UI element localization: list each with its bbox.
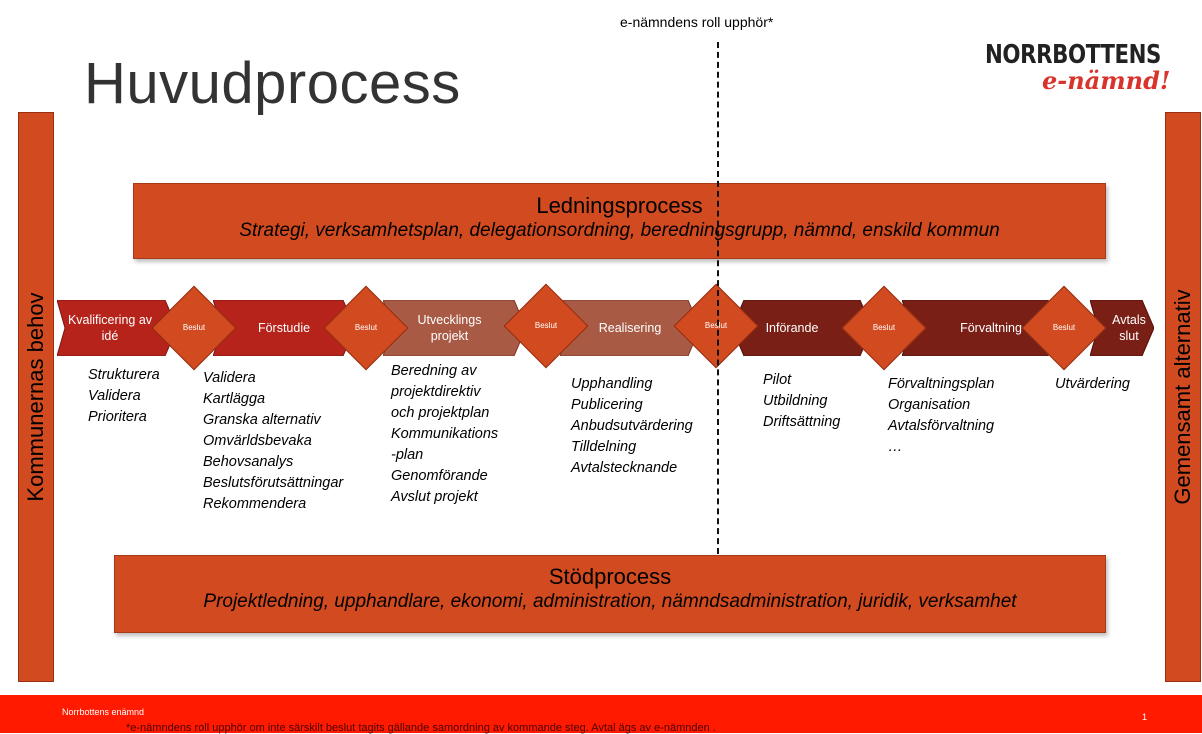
decision-label-6: Beslut <box>1052 323 1076 332</box>
right-sidebar-label: Gemensamt alternativ <box>1170 289 1195 505</box>
stage-forvaltning-label: Förvaltning <box>960 321 1022 335</box>
footer-bar <box>0 695 1202 733</box>
list-item: Organisation <box>888 397 971 413</box>
list-item: Kommunikations <box>391 426 499 442</box>
logo-name: NORRBOTTENS <box>985 40 1162 70</box>
stodprocess-subtitle: Projektledning, upphandlare, ekonomi, ad… <box>203 591 1017 612</box>
list-kvalificering: Strukturera Validera Prioritera <box>88 365 160 428</box>
role-end-note: e-nämndens roll upphör* <box>620 14 774 30</box>
list-item: Beslutsförutsättningar <box>203 475 344 491</box>
decision-label-1: Beslut <box>182 323 206 332</box>
list-item: Tilldelning <box>571 439 637 455</box>
list-inforande: Pilot Utbildning Driftsättning <box>763 370 840 433</box>
ledningsprocess-subtitle: Strategi, verksamhetsplan, delegationsor… <box>239 220 1000 241</box>
list-item: Pilot <box>763 372 792 388</box>
list-item: Avtalsförvaltning <box>888 418 995 434</box>
role-end-dashed-line <box>717 42 719 554</box>
list-item: Utbildning <box>763 393 828 409</box>
stage-kvalificering-label: Kvalificering av idé <box>67 313 153 343</box>
list-item: Driftsättning <box>763 414 841 430</box>
list-item: Omvärldsbevaka <box>203 433 312 449</box>
stage-realisering-label: Realisering <box>598 321 662 335</box>
list-item: Granska alternativ <box>203 412 321 428</box>
list-item: … <box>888 439 903 455</box>
decision-label-4: Beslut <box>704 321 728 330</box>
ledningsprocess-title: Ledningsprocess <box>536 193 703 218</box>
list-avtalsslut: Utvärdering <box>1055 374 1130 395</box>
stage-inforande: Införande <box>732 300 872 356</box>
page-title: Huvudprocess <box>84 51 461 116</box>
list-item: Utvärdering <box>1055 376 1130 392</box>
list-forstudie: Validera Kartlägga Granska alternativ Om… <box>203 368 343 515</box>
ledningsprocess-box: Ledningsprocess Strategi, verksamhetspla… <box>133 183 1106 259</box>
list-item: Behovsanalys <box>203 454 294 470</box>
footer-org: Norrbottens enämnd <box>62 707 145 717</box>
list-item: Beredning av <box>391 363 477 379</box>
stage-inforande-label: Införande <box>765 321 819 335</box>
stage-kvalificering: Kvalificering av idé <box>57 300 177 356</box>
stage-forstudie-label: Förstudie <box>257 321 311 335</box>
stage-shape <box>57 300 177 356</box>
list-item: Avtalstecknande <box>571 460 678 476</box>
list-item: projektdirektiv <box>391 384 481 400</box>
list-item: Upphandling <box>571 376 653 392</box>
page-number: 1 <box>1142 712 1148 722</box>
left-sidebar-label: Kommunernas behov <box>23 292 48 502</box>
right-sidebar: Gemensamt alternativ <box>1165 112 1201 682</box>
list-utveckling: Beredning av projektdirektiv och projekt… <box>391 361 498 508</box>
list-item: Publicering <box>571 397 643 413</box>
list-realisering: Upphandling Publicering Anbudsutvärderin… <box>571 374 693 479</box>
decision-label-5: Beslut <box>872 323 896 332</box>
stage-avtalsslut-label: Avtals slut <box>1112 313 1146 343</box>
list-item: Strukturera <box>88 367 160 383</box>
list-item: Förvaltningsplan <box>888 376 995 392</box>
decision-label-3: Beslut <box>534 321 558 330</box>
stodprocess-title: Stödprocess <box>548 564 672 589</box>
logo-tagline: e-nämnd! <box>1042 66 1171 95</box>
list-item: Anbudsutvärdering <box>571 418 693 434</box>
list-item: och projektplan <box>391 405 490 421</box>
stodprocess-box: Stödprocess Projektledning, upphandlare,… <box>114 555 1106 633</box>
list-item: Kartlägga <box>203 391 266 407</box>
decision-label-2: Beslut <box>354 323 378 332</box>
list-item: Validera <box>203 370 256 386</box>
list-forvaltning: Förvaltningsplan Organisation Avtalsförv… <box>888 374 994 458</box>
list-item: -plan <box>391 447 424 463</box>
stage-shape <box>732 300 872 356</box>
list-item: Genomförande <box>391 468 488 484</box>
footer-note: *e-nämndens roll upphör om inte särskilt… <box>126 722 716 734</box>
list-item: Validera <box>88 388 141 404</box>
list-item: Rekommendera <box>203 496 307 512</box>
stage-utveckling-label: Utvecklings projekt <box>417 313 482 343</box>
left-sidebar: Kommunernas behov <box>18 112 54 682</box>
stage-realisering: Realisering <box>560 300 700 356</box>
list-item: Prioritera <box>88 409 147 425</box>
list-item: Avslut projekt <box>391 489 478 505</box>
stage-avtalsslut: Avtals slut <box>1090 300 1154 356</box>
